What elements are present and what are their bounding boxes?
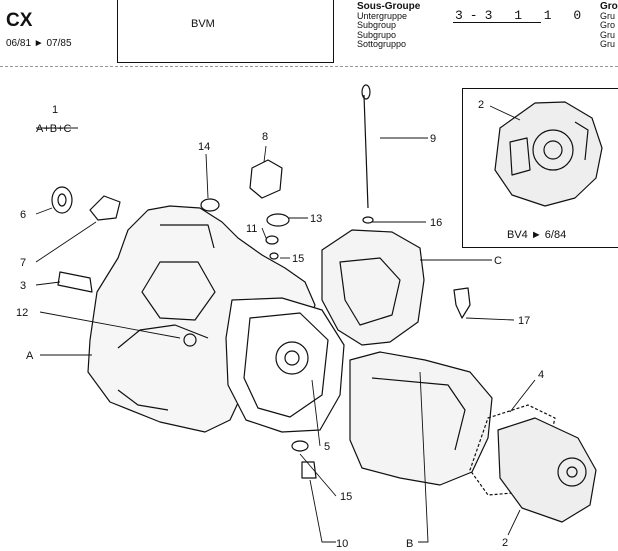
code-underline (453, 22, 541, 23)
housing-a-drawing (87, 205, 316, 433)
callout-11: 11 (246, 223, 257, 235)
right-label: Gru (600, 29, 616, 40)
group-label: Sous-Groupe (357, 1, 421, 12)
inset-gearbox-drawing (494, 101, 603, 207)
legend-number: 1 (52, 104, 58, 116)
end-cover-drawing (469, 404, 597, 523)
callout-c: C (494, 255, 502, 267)
leader-lines (35, 105, 536, 543)
washer-15a-shape (269, 252, 279, 260)
callout-12: 12 (16, 307, 28, 319)
callout-14: 14 (198, 141, 210, 153)
callout-16: 16 (430, 217, 442, 229)
callout-15-bottom: 15 (340, 491, 352, 503)
right-label: Gru (600, 10, 616, 21)
title-box: BVM (117, 0, 334, 63)
model-code: CX (6, 10, 33, 31)
callout-3: 3 (20, 280, 26, 292)
plug-14-shape (200, 198, 220, 212)
title-label: BVM (191, 18, 215, 30)
legend-formula: A+B+C (36, 123, 72, 135)
callout-b: B (406, 538, 413, 550)
header-divider (0, 66, 618, 67)
callout-4: 4 (538, 369, 544, 381)
inset-box: BV4 ► 6/84 (462, 88, 618, 248)
housing-c-drawing (321, 229, 425, 346)
group-label: Untergruppe (357, 10, 408, 21)
right-label: Gro (600, 20, 616, 31)
washer-16-shape (362, 216, 374, 224)
callout-2-inset: 2 (478, 99, 484, 111)
callout-6: 6 (20, 209, 26, 221)
dipstick-9-shape (363, 94, 369, 209)
right-labels: Gro Gru Gro Gru Gru (600, 2, 618, 50)
seal-6-shape (51, 186, 73, 214)
callout-8: 8 (262, 131, 268, 143)
callout-10: 10 (336, 538, 348, 550)
callout-2: 2 (502, 537, 508, 549)
sleeve-3-shape (57, 271, 93, 293)
right-label: Gru (600, 39, 616, 50)
subgroup-code: 3-3 1 1 0 (455, 8, 589, 23)
callout-5: 5 (324, 441, 330, 453)
callout-9: 9 (430, 133, 436, 145)
sensor-17-shape (453, 287, 471, 319)
callout-13: 13 (310, 213, 322, 225)
housing-b-drawing (349, 351, 493, 486)
washer-15b-shape (291, 440, 309, 452)
callout-a: A (26, 350, 34, 362)
plug-10-shape (301, 461, 317, 479)
inset-caption: BV4 ► 6/84 (507, 229, 567, 241)
switch-8-shape (249, 159, 283, 199)
group-label: Sottogruppo (357, 39, 407, 50)
group-label: Subgrupo (357, 29, 397, 40)
ring-11-shape (265, 235, 279, 245)
cap-13-shape (266, 213, 290, 227)
date-range: 06/81 ► 07/85 (6, 38, 72, 49)
group-label: Subgroup (357, 20, 397, 31)
callout-17: 17 (518, 315, 530, 327)
callout-7: 7 (20, 257, 26, 269)
right-label: Gro (600, 1, 618, 12)
plate-drawing (225, 297, 345, 433)
group-labels: Sous-Groupe Untergruppe Subgroup Subgrup… (357, 2, 420, 50)
callout-15-top: 15 (292, 253, 304, 265)
boot-7-shape (89, 195, 121, 221)
